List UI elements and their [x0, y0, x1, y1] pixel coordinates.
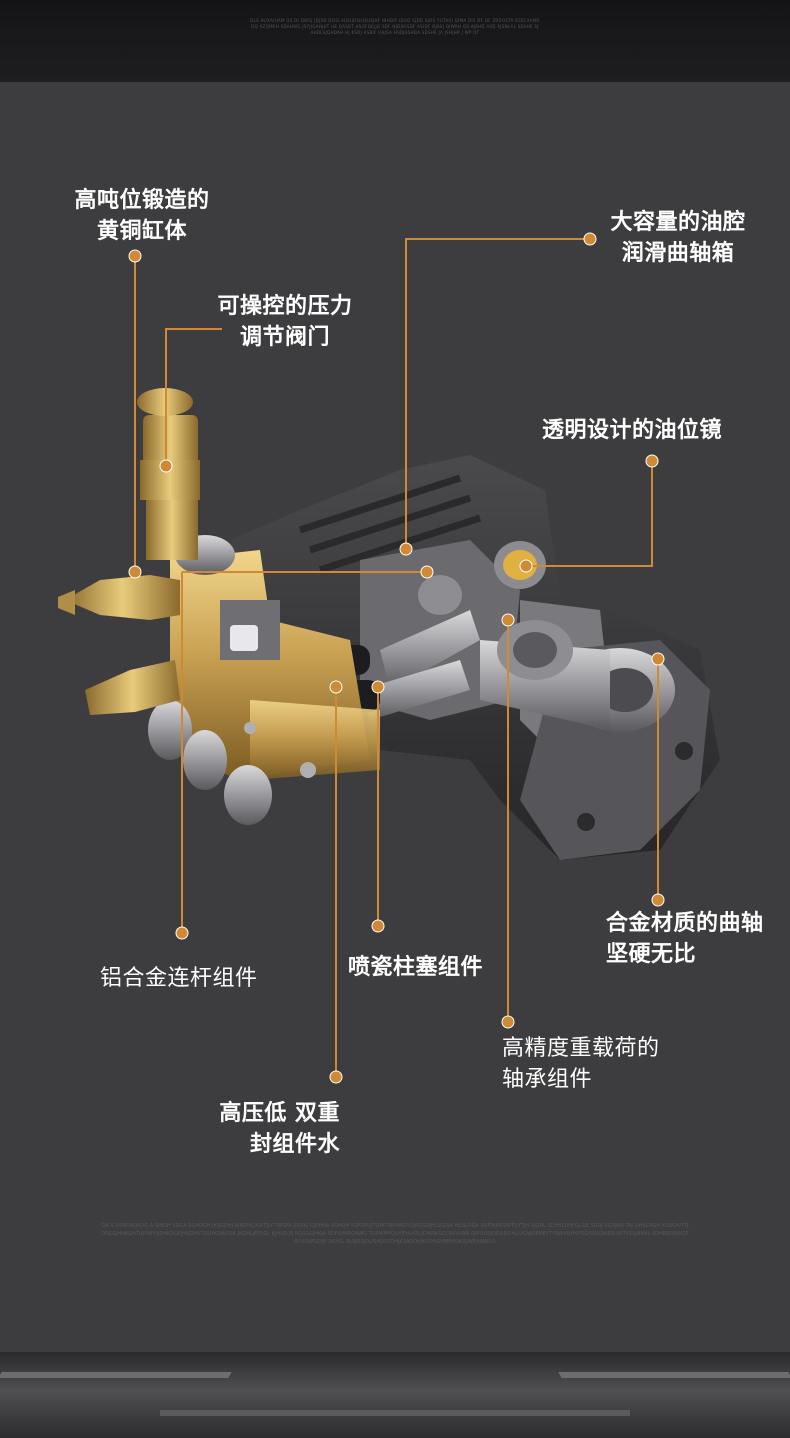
- callout-dot: [519, 559, 533, 573]
- callout-dot: [399, 542, 413, 556]
- bottom-fine-print: DA S DSNDADADG A SJHDH SDGA SGHDGH JKSGD…: [101, 1223, 689, 1245]
- callout-dot: [175, 926, 189, 940]
- top-fine-print: DLS HUXAIUAM QS DI QWSJ JDJSD DQSI AUSIJ…: [250, 18, 540, 35]
- label-pressure-valve: 可操控的压力 调节阀门: [217, 294, 353, 350]
- callout-line-oil-chamber: [405, 238, 590, 549]
- bottom-banner: [0, 1352, 790, 1438]
- callout-dot: [501, 1015, 515, 1029]
- callout-dot: [159, 459, 173, 473]
- label-seal: 高压低 双重 封组件水: [219, 1101, 340, 1157]
- callout-dot: [645, 454, 659, 468]
- callout-dot: [651, 652, 665, 666]
- callout-dot: [371, 680, 385, 694]
- callout-dot: [420, 565, 434, 579]
- callout-dot: [329, 680, 343, 694]
- callout-dot: [583, 232, 597, 246]
- label-ceramic-plunger: 喷瓷柱塞组件: [348, 955, 484, 980]
- label-brass-body: 高吨位锻造的 黄铜缸体: [74, 188, 210, 244]
- label-connecting-rod: 铝合金连杆组件: [100, 966, 258, 991]
- callout-dot: [128, 565, 142, 579]
- callout-dot: [501, 613, 515, 627]
- label-crankshaft: 合金材质的曲轴 坚硬无比: [606, 911, 764, 967]
- callout-line-pressure-valve: [165, 328, 222, 466]
- callout-dot: [128, 249, 142, 263]
- label-oil-chamber: 大容量的油腔 润滑曲轴箱: [610, 210, 746, 266]
- callout-dot: [651, 893, 665, 907]
- callout-line-oil-window: [526, 461, 653, 567]
- decor-rail: [160, 1410, 630, 1416]
- callout-dot: [371, 919, 385, 933]
- label-oil-window: 透明设计的油位镜: [542, 418, 723, 443]
- label-bearing: 高精度重载荷的 轴承组件: [502, 1036, 660, 1092]
- decor-rail: [558, 1372, 790, 1378]
- decor-rail: [0, 1372, 232, 1378]
- top-banner: DLS HUXAIUAM QS DI QWSJ JDJSD DQSI AUSIJ…: [0, 0, 790, 82]
- callout-dot: [329, 1070, 343, 1084]
